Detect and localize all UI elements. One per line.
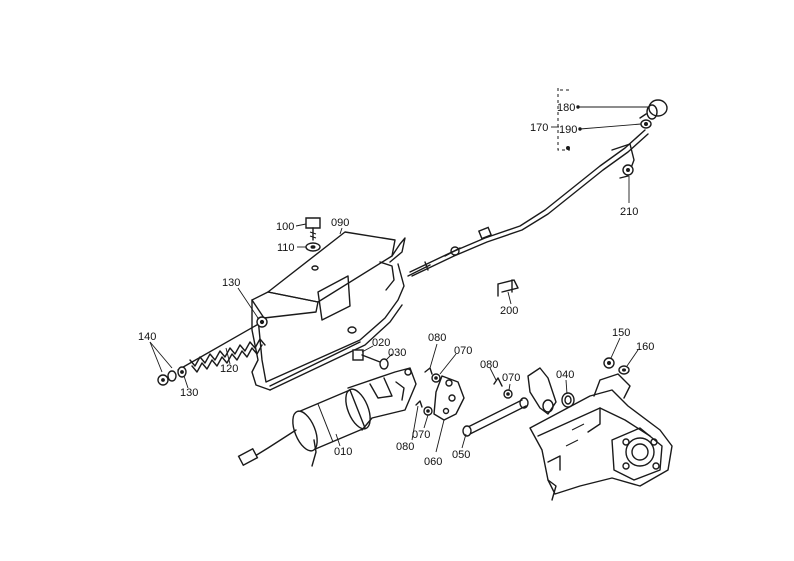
label-060: 060 [424, 456, 442, 468]
label-120: 120 [220, 363, 238, 375]
link-rod-050 [462, 397, 529, 437]
label-180: 180 [557, 102, 575, 114]
nut-130-lower [177, 366, 187, 378]
label-150: 150 [612, 327, 630, 339]
label-160: 160 [636, 341, 654, 353]
label-070-a: 070 [454, 345, 472, 357]
lever-060 [433, 375, 465, 421]
label-030: 030 [388, 347, 406, 359]
label-130-upper: 130 [222, 277, 240, 289]
label-100: 100 [276, 221, 294, 233]
bolt-020 [352, 349, 381, 363]
label-080-c: 080 [480, 359, 498, 371]
bracket-210 [566, 143, 635, 179]
solenoid-010 [237, 367, 417, 467]
arm-040 [527, 367, 575, 415]
label-070-b: 070 [412, 429, 430, 441]
label-130-lower: 130 [180, 387, 198, 399]
pin-070-a [431, 373, 441, 383]
label-040: 040 [556, 369, 574, 381]
pin-070-b [423, 406, 433, 416]
nut-140 [157, 370, 177, 386]
label-080-a: 080 [428, 332, 446, 344]
knob-180 [639, 99, 668, 120]
label-190: 190 [559, 124, 577, 136]
washer-160 [618, 365, 630, 375]
label-110: 110 [277, 242, 295, 254]
label-010: 010 [334, 446, 352, 458]
pin-070-c [503, 389, 513, 399]
bolt-150 [603, 357, 615, 369]
bolt-100 [305, 217, 321, 241]
nut-190 [640, 119, 652, 129]
label-050: 050 [452, 449, 470, 461]
leader-lines [149, 105, 648, 453]
clip-080-c [493, 377, 503, 387]
part-labels: 180 170 190 210 100 090 110 130 200 140 … [138, 102, 654, 468]
label-200: 200 [500, 305, 518, 317]
label-090: 090 [331, 217, 349, 229]
washer-110 [305, 242, 321, 252]
label-070-c: 070 [502, 372, 520, 384]
washer-030 [379, 358, 389, 370]
clip-080-b [415, 400, 423, 408]
label-080-b: 080 [396, 441, 414, 453]
label-210: 210 [620, 206, 638, 218]
cable-rod-assembly [407, 129, 649, 277]
nut-130-upper [256, 316, 268, 328]
label-020: 020 [372, 337, 390, 349]
clip-200 [497, 279, 519, 297]
label-170: 170 [530, 122, 548, 134]
clip-080-a [424, 367, 433, 375]
panel-dashed-outline [557, 88, 572, 151]
pump-housing [529, 373, 673, 501]
label-140: 140 [138, 331, 156, 343]
cover-090 [251, 231, 406, 391]
